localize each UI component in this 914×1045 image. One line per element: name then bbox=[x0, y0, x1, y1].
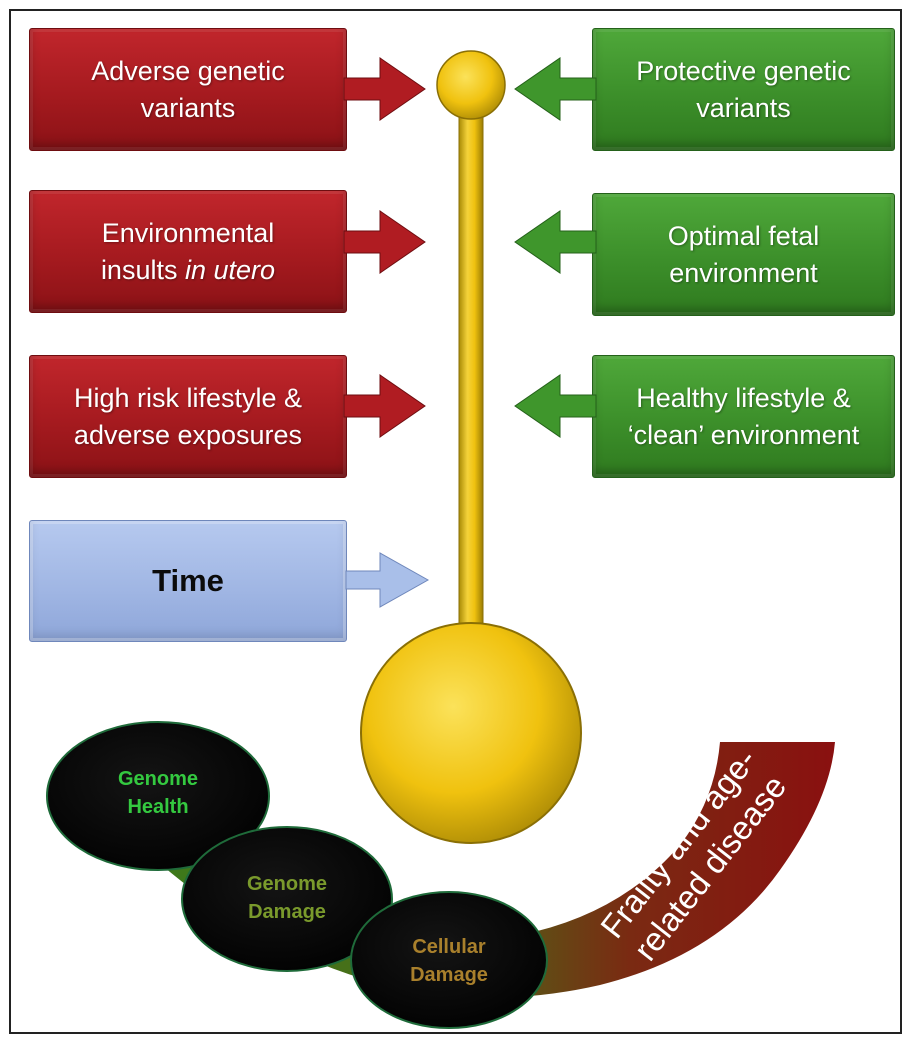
adverse-genetic-variants-line-1: Adverse genetic bbox=[91, 55, 285, 86]
pendulum-pivot bbox=[436, 50, 506, 120]
healthy-lifestyle-line-1: Healthy lifestyle & bbox=[636, 382, 851, 413]
environmental-insults-plain-text: insults bbox=[100, 254, 185, 285]
time-label: Time bbox=[152, 563, 224, 598]
optimal-fetal-arrow bbox=[514, 210, 597, 274]
environmental-insults-box: Environmental insults in utero bbox=[29, 190, 347, 313]
protective-genetic-variants-box: Protective genetic variants bbox=[592, 28, 895, 151]
genome-health-line-1: Genome bbox=[117, 768, 199, 790]
adverse-genetic-arrow bbox=[343, 57, 426, 121]
genome-damage-line-1: Genome bbox=[246, 873, 328, 895]
healthy-lifestyle-line-2: ‘clean’ environment bbox=[627, 419, 860, 450]
environmental-insults-arrow bbox=[343, 210, 426, 274]
cellular-damage-line-2: Damage bbox=[410, 964, 488, 986]
genome-damage-line-2: Damage bbox=[248, 901, 326, 923]
high-risk-lifestyle-arrow bbox=[343, 374, 426, 438]
genome-health-line-2: Health bbox=[127, 796, 189, 818]
adverse-genetic-variants-line-2: variants bbox=[140, 92, 236, 123]
genome-health-label: Genome Health bbox=[78, 765, 238, 821]
protective-genetic-variants-line-1: Protective genetic bbox=[636, 55, 851, 86]
healthy-lifestyle-arrow bbox=[514, 374, 597, 438]
genome-damage-ellipse bbox=[181, 826, 393, 972]
protective-genetic-variants-line-2: variants bbox=[696, 92, 791, 123]
pendulum-bob bbox=[360, 622, 582, 844]
optimal-fetal-environment-box: Optimal fetal environment bbox=[592, 193, 895, 316]
cellular-damage-ellipse bbox=[350, 891, 548, 1029]
pendulum-rod bbox=[458, 94, 484, 656]
environmental-insults-italic-text: in utero bbox=[184, 254, 276, 285]
optimal-fetal-environment-line-1: Optimal fetal bbox=[667, 220, 820, 251]
time-arrow bbox=[345, 552, 430, 608]
time-box: Time bbox=[29, 520, 347, 642]
genome-damage-label: Genome Damage bbox=[207, 870, 367, 926]
genome-health-ellipse bbox=[46, 721, 270, 871]
adverse-genetic-variants-box: Adverse genetic variants bbox=[29, 28, 347, 151]
protective-genetic-arrow bbox=[514, 57, 597, 121]
cellular-damage-line-1: Cellular bbox=[412, 936, 486, 958]
high-risk-lifestyle-line-2: adverse exposures bbox=[73, 419, 303, 450]
high-risk-lifestyle-line-1: High risk lifestyle & bbox=[73, 382, 303, 413]
healthy-lifestyle-box: Healthy lifestyle & ‘clean’ environment bbox=[592, 355, 895, 478]
optimal-fetal-environment-line-2: environment bbox=[669, 257, 818, 288]
environmental-insults-line-1: Environmental bbox=[101, 217, 275, 248]
high-risk-lifestyle-box: High risk lifestyle & adverse exposures bbox=[29, 355, 347, 478]
cellular-damage-label: Cellular Damage bbox=[379, 933, 519, 989]
environmental-insults-line-2: insults in utero bbox=[101, 252, 275, 289]
